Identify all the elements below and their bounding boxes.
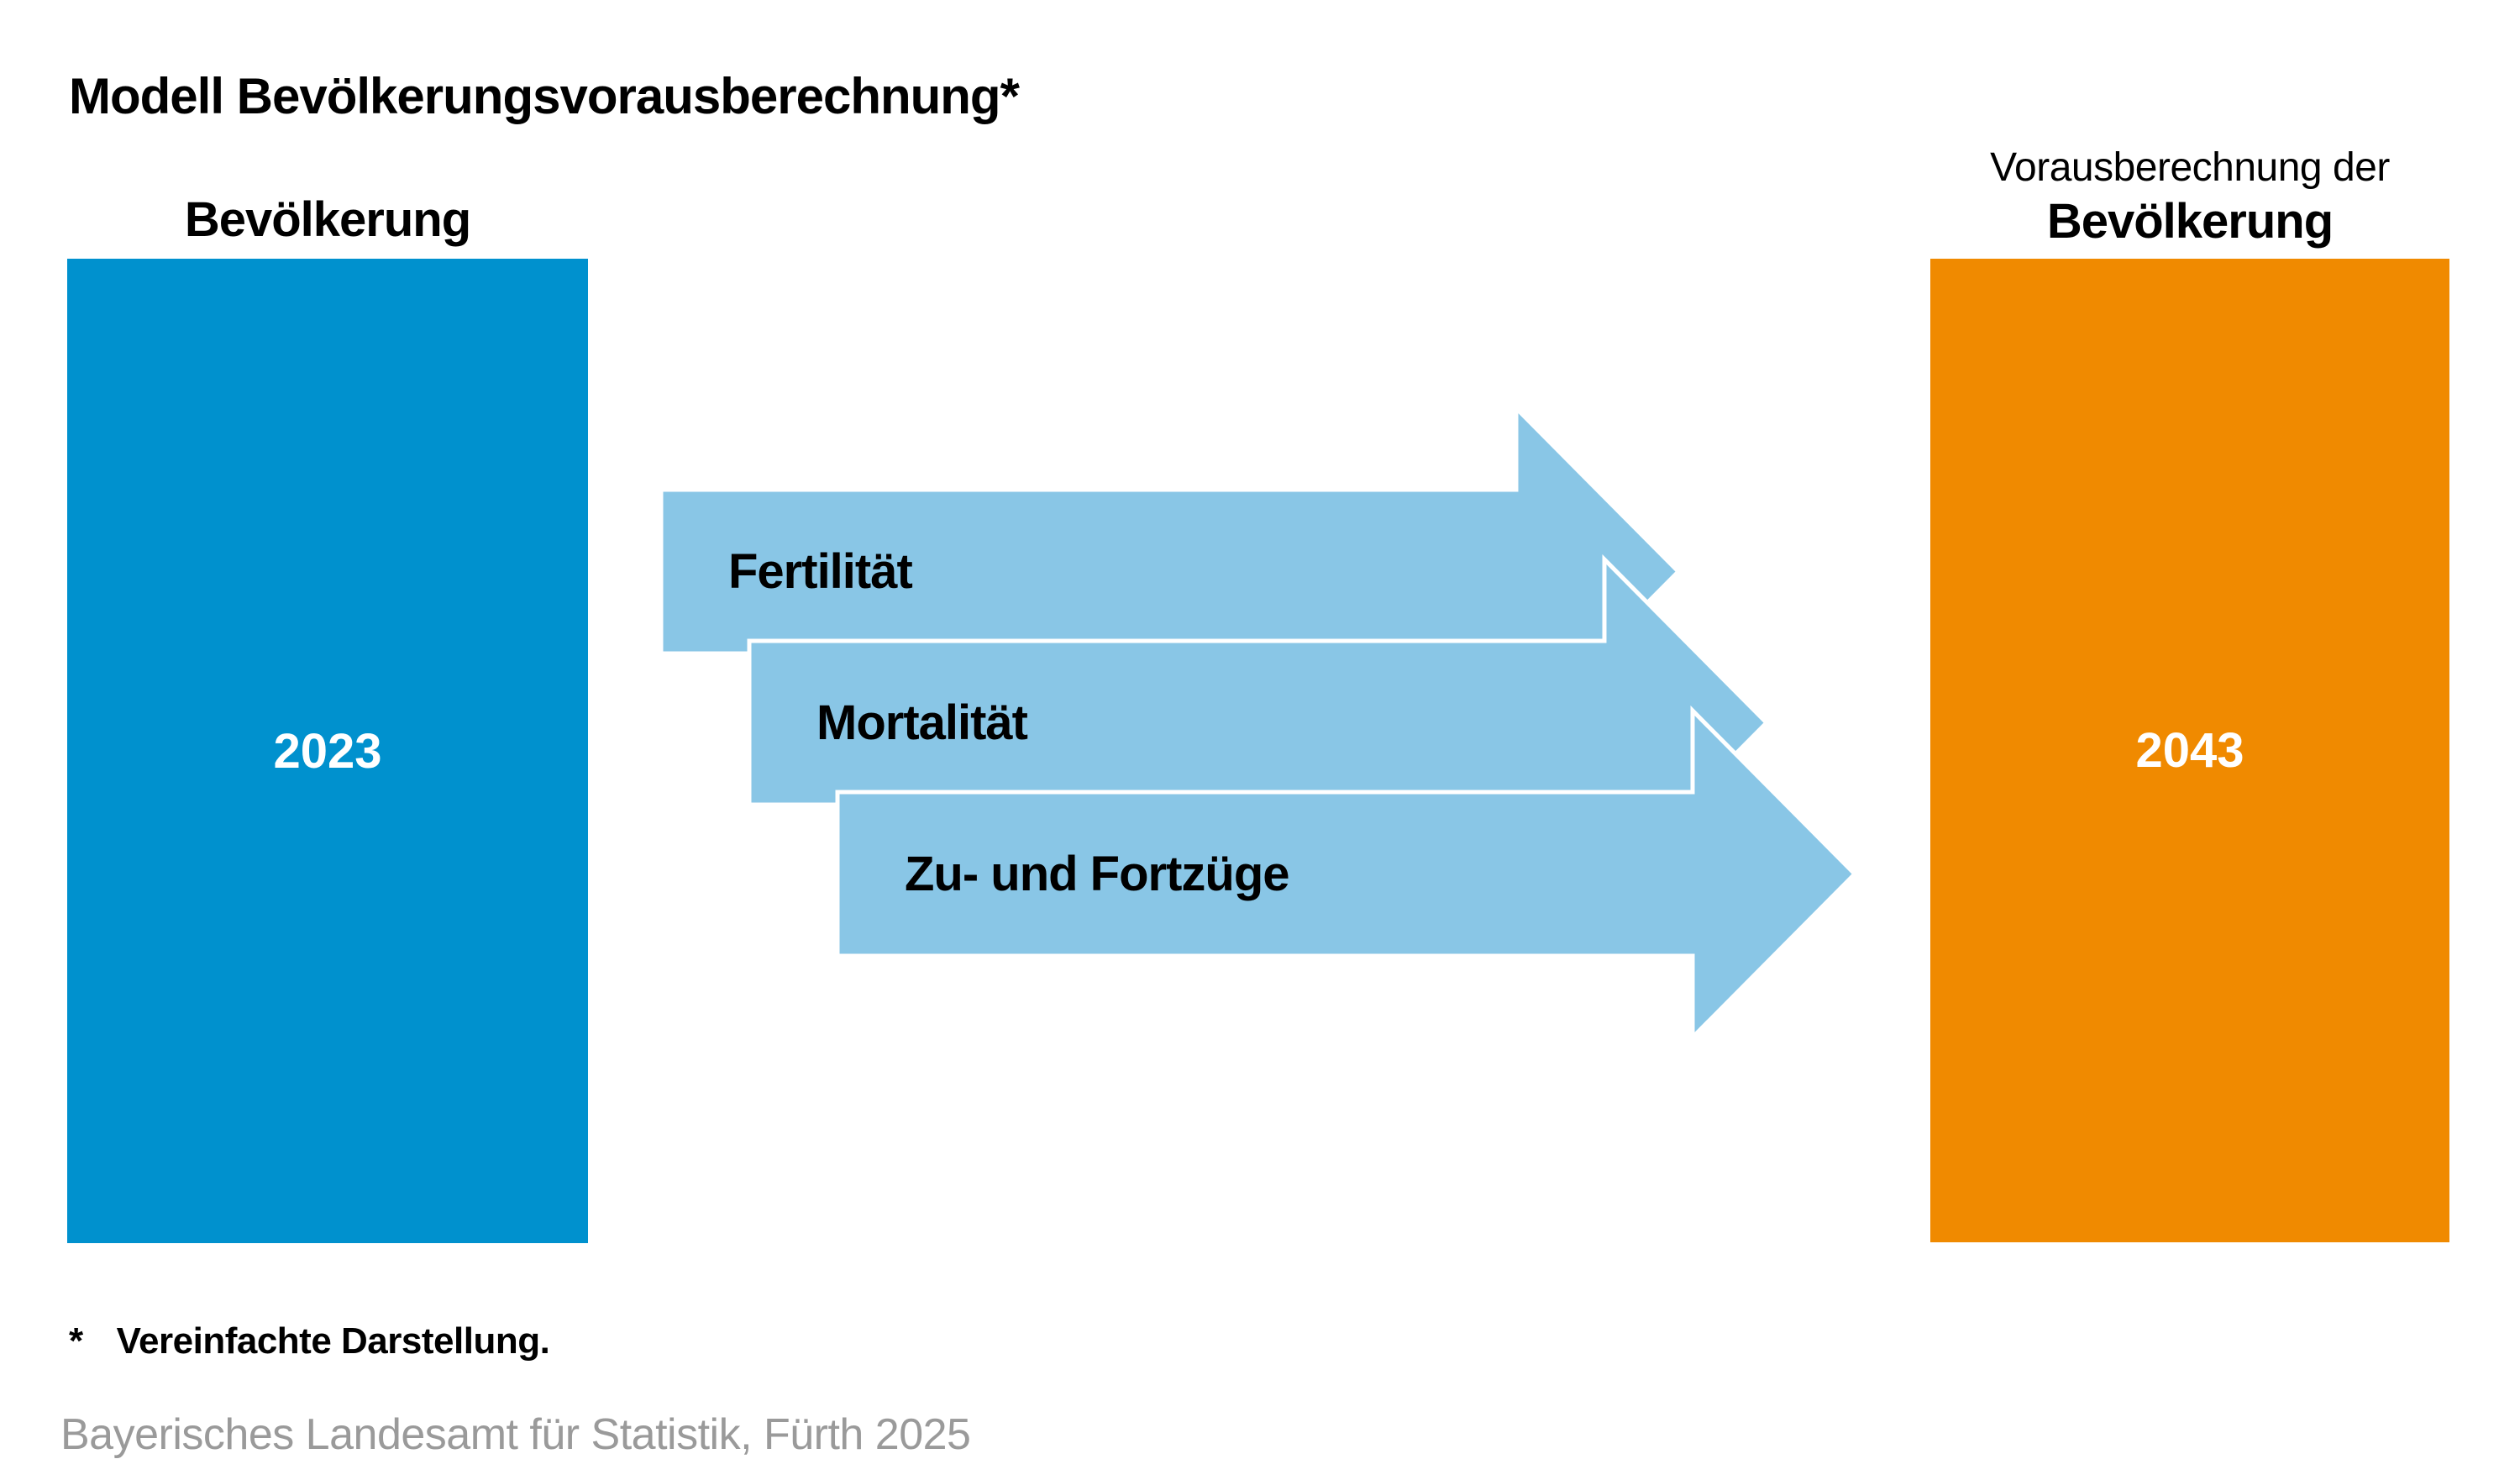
left-column-header: Bevölkerung: [184, 192, 471, 247]
footnote-marker: *: [69, 1320, 83, 1362]
footnote: * Vereinfachte Darstellung.: [69, 1320, 550, 1362]
page-title: Modell Bevölkerungsvorausberechnung*: [69, 68, 1020, 124]
migration-arrow-label: Zu- und Fortzüge: [905, 847, 1289, 901]
right-column-header-line1: Vorausberechnung der: [1990, 145, 2390, 190]
population-2023-label: 2023: [273, 723, 382, 779]
right-column-header-line2: Bevölkerung: [2046, 194, 2334, 249]
projection-2043-box: 2043: [1930, 259, 2449, 1242]
population-2023-box: 2023: [67, 259, 588, 1243]
fertility-arrow-label: Fertilität: [728, 544, 912, 599]
source-line: Bayerisches Landesamt für Statistik, Für…: [60, 1410, 971, 1459]
footnote-text: Vereinfachte Darstellung.: [116, 1320, 550, 1362]
migration-arrow: [835, 705, 1858, 1043]
projection-2043-label: 2043: [2135, 723, 2244, 778]
mortality-arrow-label: Mortalität: [816, 695, 1028, 750]
